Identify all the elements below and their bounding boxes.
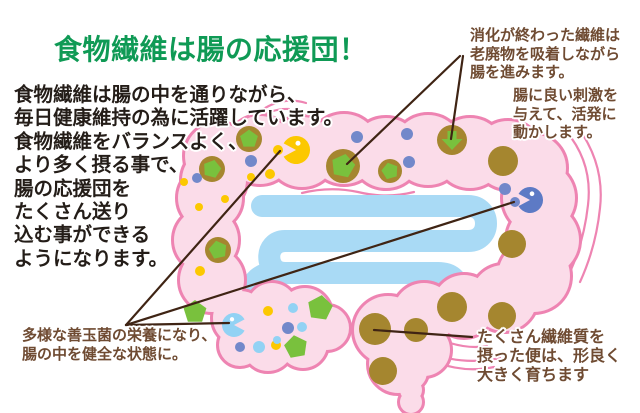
annotation-line: 大きく育ちます (477, 367, 590, 384)
nutrient-dot (192, 173, 202, 183)
colon-segment-fill (391, 354, 427, 390)
bacteria-pacman (518, 187, 544, 213)
fiber-pentagon (240, 129, 258, 147)
annotation-line: 腸に良い刺激を (513, 87, 619, 104)
annotation-line: 動かします。 (513, 124, 602, 141)
leader-line (124, 200, 516, 327)
intro-line: たくさん送り (14, 201, 132, 224)
intro-line: 食物繊維をバランスよく、 (14, 130, 248, 153)
annotation-line: 与えて、活発に (513, 105, 617, 123)
leader-line (345, 54, 462, 166)
bacteria-pacman (221, 313, 245, 337)
annotation-line: 腸の中を健全な状態に。 (22, 345, 188, 363)
annotation-stimulus: 腸に良い刺激を 与えて、活発に 動かします。 (513, 87, 618, 143)
colon-segment-fill (400, 391, 422, 413)
nutrient-dot (351, 131, 363, 143)
fiber-pentagon (308, 295, 333, 320)
intro-line: ようになります。 (14, 247, 169, 270)
annotation-line: 摂った便は、形良く (477, 348, 622, 365)
nutrient-dot (195, 203, 203, 211)
annotation-stool: たくさん繊維質を 摂った便は、形良く 大きく育ちます (477, 328, 621, 385)
nutrient-dot (195, 266, 205, 276)
pacman-eye (229, 317, 235, 322)
intro-text: 食物繊維は腸の中を通りながら、 毎日健康維持の為に活躍しています。 食物繊維をバ… (14, 84, 343, 271)
leader-line (449, 54, 465, 141)
down-arrow-icon (441, 131, 463, 150)
annotation-line: 多様な善玉菌の栄養になり、 (22, 327, 217, 344)
nutrient-dot (499, 183, 511, 195)
leader-line (124, 149, 282, 327)
motion-mark (300, 188, 416, 197)
intro-line: より多く摂る事で、 (14, 154, 189, 177)
page-title: 食物繊維は腸の応援団！ (54, 34, 368, 65)
bacteria-pacman (283, 136, 311, 164)
nutrient-dot (253, 341, 265, 353)
nutrient-dot (235, 342, 245, 352)
nutrient-dot (297, 322, 307, 332)
waste-ball (488, 146, 518, 176)
fiber-pentagon (204, 160, 222, 178)
nutrient-dot (273, 336, 281, 344)
annotation-good-bacteria: 多様な善玉菌の栄養になり、 腸の中を健全な状態に。 (22, 327, 216, 364)
fiber-pentagon (284, 335, 307, 358)
nutrient-dot (401, 128, 413, 140)
nutrient-dot (288, 303, 298, 313)
intro-line: 食物繊維は腸の中を通りながら、 (14, 84, 307, 106)
annotation-line: 消化が終わった繊維は (470, 27, 621, 44)
nutrient-dot (221, 195, 229, 203)
annotation-line: 老廃物を吸着しながら (470, 45, 621, 63)
fiber-pentagon (381, 162, 398, 180)
waste-ball (437, 292, 467, 322)
motion-mark (575, 124, 602, 284)
leader-line (124, 321, 231, 327)
intro-line: 毎日健康維持の為に活躍しています。 (14, 107, 343, 130)
nutrient-dot (265, 169, 275, 179)
waste-ball (369, 357, 397, 385)
nutrient-dot (282, 322, 294, 334)
fiber-pentagon (208, 240, 227, 259)
waste-ball (498, 230, 526, 258)
nutrient-dot (273, 145, 283, 155)
waste-ball (404, 318, 428, 342)
annotation-line: 腸を進みます。 (470, 64, 574, 81)
annotation-digested-fiber: 消化が終わった繊維は 老廃物を吸着しながら 腸を進みます。 (470, 27, 620, 83)
nutrient-dot (403, 156, 415, 168)
pacman-eye (529, 191, 535, 197)
intro-line: 込む事ができる (14, 224, 151, 247)
fiber-pentagon (332, 154, 356, 178)
nutrient-dot (245, 155, 257, 167)
nutrient-dot (247, 173, 255, 181)
waste-ball (488, 302, 516, 330)
nutrient-dot (263, 306, 273, 316)
leader-line (372, 328, 474, 339)
motion-mark (260, 99, 308, 112)
nutrient-dot (180, 178, 188, 186)
annotation-line: たくさん繊維質を (477, 329, 606, 346)
intro-line: 腸の応援団を (14, 177, 132, 200)
pacman-eye (295, 140, 301, 146)
motion-mark (448, 341, 489, 349)
